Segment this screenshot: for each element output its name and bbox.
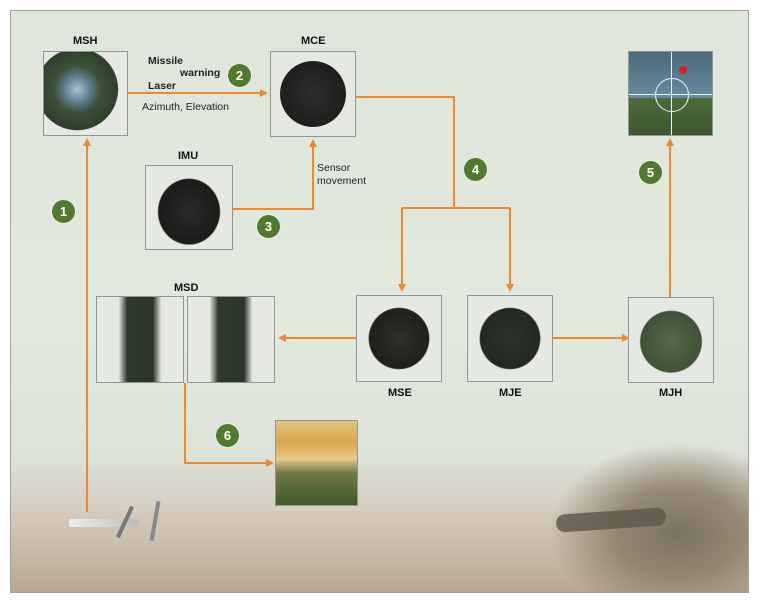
- mje-label: MJE: [499, 387, 522, 399]
- msh-label: MSH: [73, 35, 98, 47]
- missile-image: [69, 519, 139, 527]
- arrow-imu-to-mce: [233, 139, 317, 210]
- msd-label: MSD: [174, 282, 199, 294]
- mse-unit-image: [356, 295, 442, 382]
- step-badge-5: 5: [639, 161, 662, 184]
- crosshair-icon: [655, 78, 689, 112]
- mjh-unit-image: [628, 297, 714, 383]
- step-badge-4: 4: [464, 158, 487, 181]
- step-badge-3: 3: [257, 215, 280, 238]
- crosshair-line: [629, 94, 712, 95]
- sensor-text: Sensor: [317, 162, 351, 174]
- mce-unit-image: [270, 51, 356, 137]
- target-view-image: [628, 51, 713, 136]
- msd-right-image: [187, 296, 275, 383]
- imu-label: IMU: [178, 150, 199, 162]
- arrow-msd-to-decoy: [184, 383, 274, 467]
- mse-label: MSE: [388, 387, 412, 399]
- mje-unit-image: [467, 295, 553, 382]
- missile-text: Missile: [148, 55, 184, 67]
- mce-label: MCE: [301, 35, 326, 47]
- arrow-mce-down: [356, 96, 455, 208]
- movement-text: movement: [317, 175, 367, 187]
- mjh-label: MJH: [659, 387, 683, 399]
- step-badge-1: 1: [52, 200, 75, 223]
- laser-spot-icon: [679, 66, 687, 74]
- msh-sensor-image: [43, 51, 128, 136]
- warning-text: warning: [180, 67, 221, 79]
- az-el-text: Azimuth, Elevation: [142, 101, 229, 113]
- msd-left-image: [96, 296, 184, 383]
- step-badge-2: 2: [228, 64, 251, 87]
- diagram-panel: [10, 10, 749, 593]
- crosshair-line: [671, 52, 672, 135]
- step-badge-6: 6: [216, 424, 239, 447]
- decoy-explosion-image: [275, 420, 358, 506]
- laser-text: Laser: [148, 80, 177, 92]
- imu-unit-image: [145, 165, 233, 250]
